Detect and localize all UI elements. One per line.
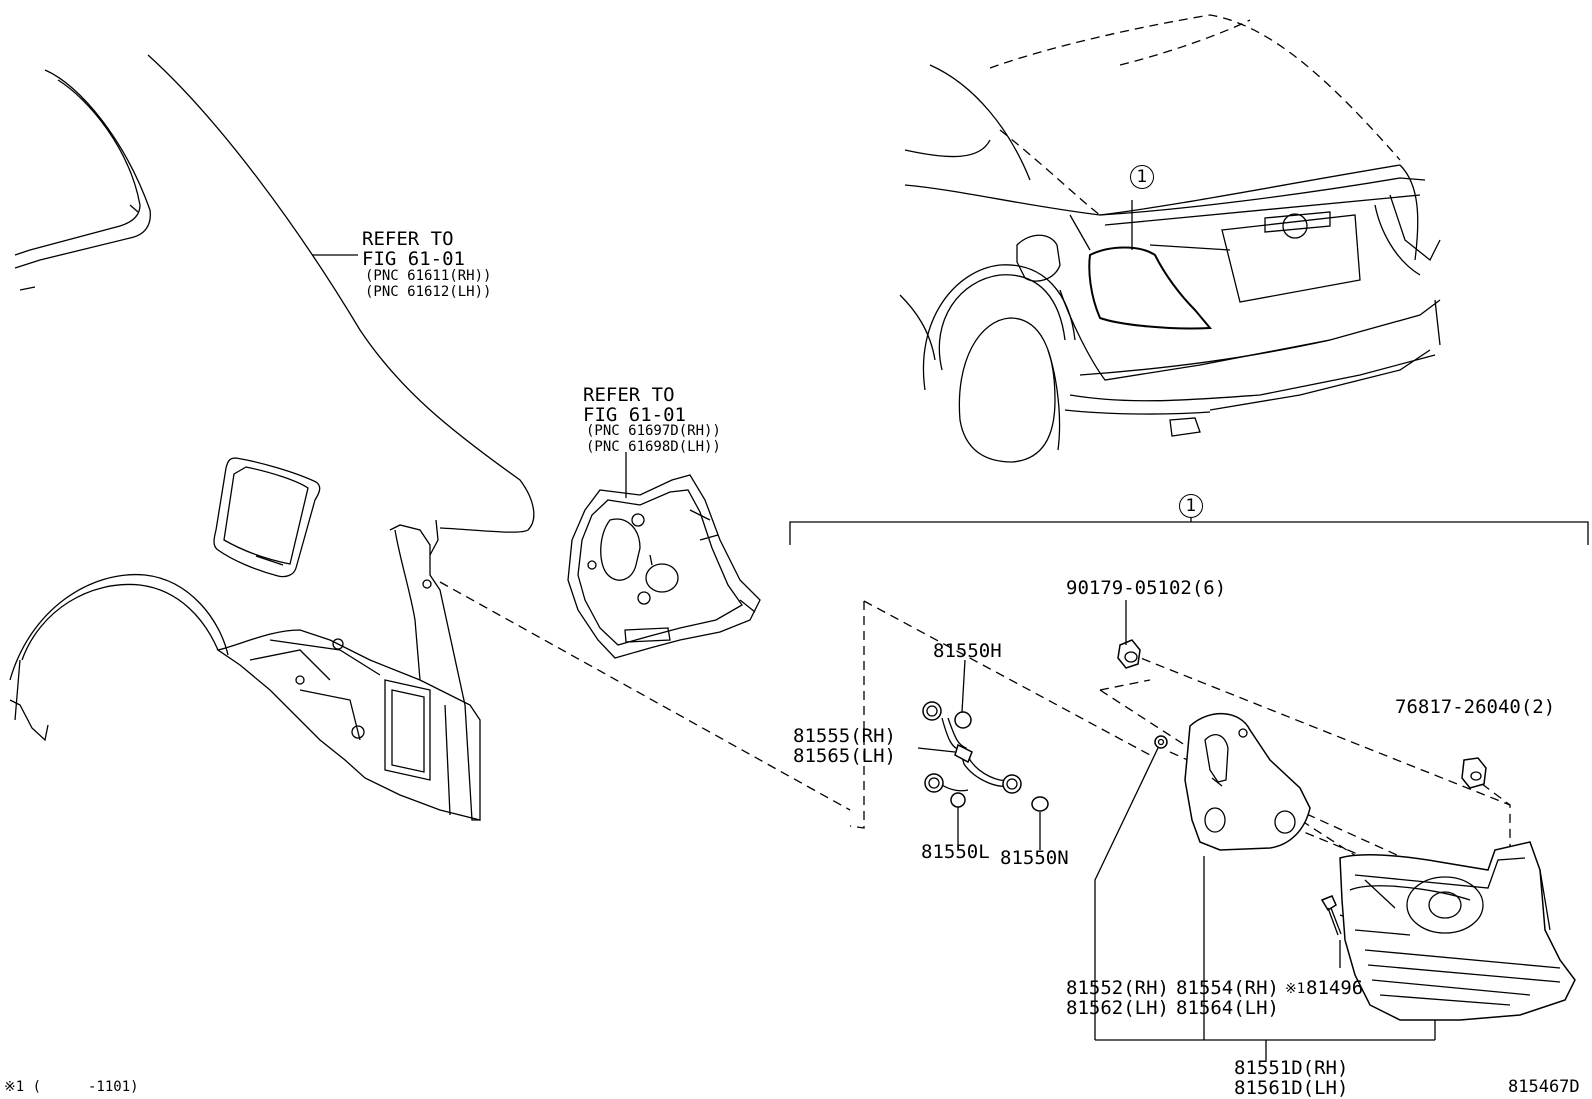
- part-gasket-lh-label: 81562(LH): [1066, 997, 1169, 1019]
- part-cover-lh-label: 81564(LH): [1176, 997, 1279, 1019]
- quarter-panel-ref-line2: FIG 61-01: [362, 248, 465, 270]
- part-bulb-h-label: 81550H: [933, 640, 1002, 662]
- part-gasket-rh-label: 81552(RH): [1066, 977, 1169, 999]
- quarter-panel-drawing: [9, 54, 535, 821]
- inner-panel-drawing: [567, 452, 761, 659]
- part-clip-label: 76817-26040(2): [1395, 696, 1556, 718]
- assembly-callout-marker: 1: [1179, 494, 1203, 518]
- footnote-mark: ※1 (: [4, 1079, 42, 1095]
- tail-lamp-lens-drawing: [1339, 841, 1576, 1021]
- screw-drawing: [1320, 895, 1342, 968]
- vehicle-callout-marker: 1: [1130, 165, 1154, 189]
- part-screw-label: 81496: [1306, 977, 1364, 999]
- screw-note-mark: ※1: [1285, 981, 1306, 997]
- part-assy-lh-label: 81561D(LH): [1234, 1077, 1349, 1099]
- part-bulb-l-label: 81550L: [921, 841, 990, 863]
- inner-panel-ref-line1: REFER TO: [583, 384, 675, 406]
- quarter-panel-ref-line1: REFER TO: [362, 228, 454, 250]
- inner-panel-ref-line2: FIG 61-01: [583, 404, 686, 426]
- part-nut-label: 90179-05102(6): [1066, 577, 1227, 599]
- inner-panel-ref-line3: (PNC 61697D(RH)): [586, 423, 721, 439]
- vehicle-rear-drawing: [899, 14, 1441, 463]
- quarter-panel-ref-line3: (PNC 61611(RH)): [365, 268, 492, 284]
- bulb-socket-assembly-drawing: [917, 659, 1049, 850]
- lamp-cover-drawing: [1184, 712, 1311, 1040]
- clip-drawing: [1461, 757, 1487, 789]
- part-socket-lh-label: 81565(LH): [793, 745, 896, 767]
- part-socket-rh-label: 81555(RH): [793, 725, 896, 747]
- part-assy-rh-label: 81551D(RH): [1234, 1057, 1349, 1079]
- figure-id: 815467D: [1508, 1077, 1580, 1097]
- part-bulb-n-label: 81550N: [1000, 847, 1069, 869]
- part-cover-rh-label: 81554(RH): [1176, 977, 1279, 999]
- footnote-range: -1101): [88, 1079, 139, 1095]
- gasket-drawing: [1094, 735, 1168, 1040]
- quarter-panel-ref-line4: (PNC 61612(LH)): [365, 284, 492, 300]
- inner-panel-ref-line4: (PNC 61698D(LH)): [586, 439, 721, 455]
- nut-drawing: [1117, 600, 1141, 669]
